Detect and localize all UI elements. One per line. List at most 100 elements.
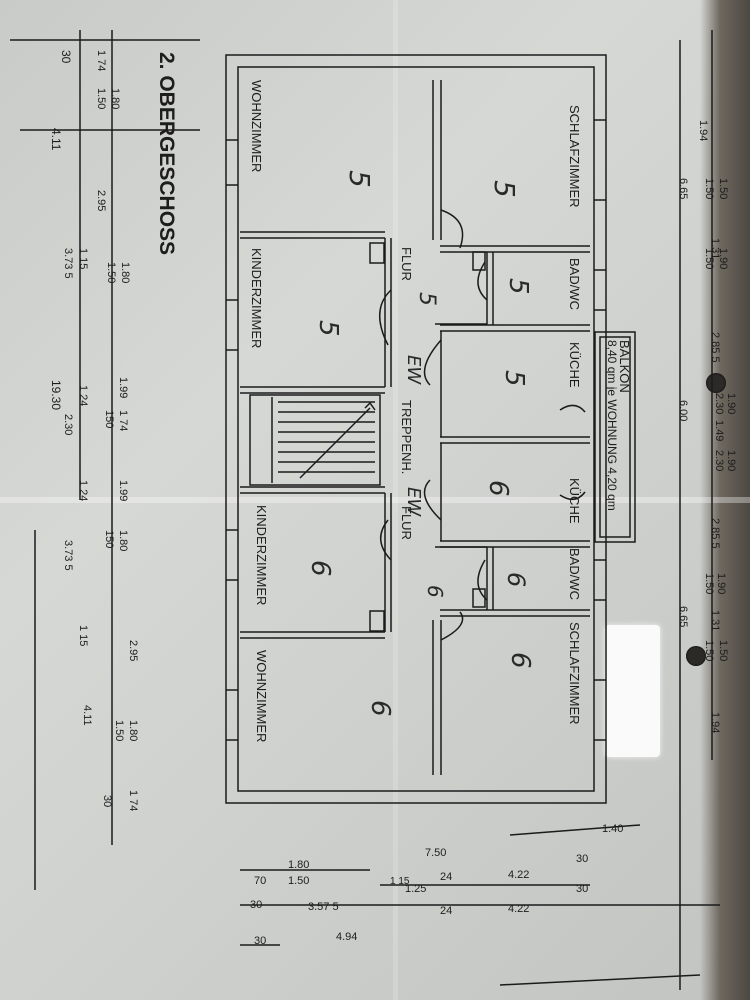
balcony-note: 8,40 qm je WOHNUNG 4,20 qm bbox=[605, 340, 619, 511]
dimension-text: 30 bbox=[576, 883, 588, 895]
dimension-text: 4.11 bbox=[49, 128, 63, 151]
paper-fold bbox=[0, 497, 750, 503]
outer-wall-outer bbox=[225, 54, 607, 804]
room-label-wohnzimmer-left: WOHNZIMMER bbox=[249, 80, 264, 172]
dimension-text: 19.30 bbox=[49, 380, 63, 410]
dimension-text: 1.90 bbox=[725, 393, 737, 414]
balcony-outline bbox=[594, 331, 636, 543]
dimension-text: 1 15 bbox=[390, 876, 410, 887]
dimension-text: 1.25 bbox=[405, 883, 426, 895]
dimension-text: 1.50 bbox=[703, 640, 715, 661]
handwritten-number: 6 bbox=[502, 572, 530, 587]
dimension-text: 4.22 bbox=[508, 903, 529, 915]
dimension-text: 30 bbox=[59, 50, 73, 64]
handwritten-number: 6 bbox=[423, 585, 447, 598]
dimension-text: 3.73 5 bbox=[62, 540, 74, 571]
dimension-text: 150 bbox=[103, 410, 115, 428]
shaft bbox=[369, 610, 385, 632]
handwritten-number: 6 bbox=[483, 480, 513, 497]
dimension-text: 3.73 5 bbox=[62, 248, 74, 279]
room-label-flur-lower: FLUR bbox=[399, 506, 414, 540]
dimension-text: 1.80 bbox=[109, 88, 121, 109]
dimension-text: 1.50 bbox=[703, 178, 715, 199]
stair-arrow bbox=[299, 407, 371, 479]
dimension-text: 6.65 bbox=[677, 606, 689, 627]
dimension-text: 1.50 bbox=[717, 640, 729, 661]
room-label-flur-upper: FLUR bbox=[399, 247, 414, 281]
dimension-text: 6.65 bbox=[677, 178, 689, 199]
staircase-outline bbox=[249, 394, 381, 486]
dimension-text: 24 bbox=[440, 905, 452, 917]
dimension-text: 1 15 bbox=[77, 248, 89, 269]
room-label-kinderzimmer-lower: KINDERZIMMER bbox=[254, 505, 269, 605]
dimension-text: 1.90 bbox=[715, 573, 727, 594]
dimension-text: 150 bbox=[103, 530, 115, 548]
dimension-text: 30 bbox=[254, 935, 266, 947]
dimension-text: 1.31 bbox=[709, 610, 721, 631]
balcony-label: BALKON bbox=[617, 340, 632, 393]
dimension-text: 2.85 5 bbox=[709, 332, 721, 363]
dimension-text: 4.11 bbox=[81, 705, 93, 726]
dimension-text: 1.50 bbox=[95, 88, 107, 109]
dimension-text: 2.95 bbox=[95, 190, 107, 211]
dimension-text: 1.80 bbox=[119, 262, 131, 283]
shaft bbox=[369, 242, 385, 264]
handwritten-number: 5 bbox=[343, 170, 376, 188]
room-label-kueche-upper: KÜCHE bbox=[567, 342, 582, 388]
dimension-text: 4.22 bbox=[508, 869, 529, 881]
door-swing bbox=[423, 479, 442, 521]
dimension-text: 1.40 bbox=[602, 823, 623, 835]
room-label-schlafzimmer-right: SCHLAFZIMMER bbox=[567, 622, 582, 725]
dimension-text: 1.80 bbox=[288, 859, 309, 871]
dimension-text: 1.50 bbox=[703, 248, 715, 269]
dimension-text: 2.85 5 bbox=[709, 518, 721, 549]
dimension-text: 7.50 bbox=[425, 847, 446, 859]
outer-wall-inner bbox=[237, 66, 595, 792]
handwritten-number: 6 bbox=[505, 652, 535, 669]
punch-hole bbox=[686, 646, 706, 666]
handwritten-number: 6 bbox=[365, 700, 395, 717]
shaft bbox=[472, 251, 486, 271]
door-swing bbox=[559, 491, 586, 501]
punch-hole bbox=[706, 373, 726, 393]
dimension-text: 1.94 bbox=[709, 712, 721, 733]
dimension-text: 1.99 bbox=[117, 480, 129, 501]
dimension-text: 1.50 bbox=[113, 720, 125, 741]
dimension-text: 30 bbox=[101, 795, 113, 807]
handwritten-number: 6 bbox=[305, 560, 335, 577]
door-swing bbox=[559, 404, 586, 413]
dimension-line bbox=[509, 824, 641, 836]
countertop-edge bbox=[700, 0, 750, 1000]
door-swing bbox=[440, 209, 464, 249]
door-swing bbox=[379, 289, 392, 346]
dimension-text: 2.30 bbox=[62, 414, 74, 435]
room-label-kueche-lower: KÜCHE bbox=[567, 478, 582, 524]
dimension-text: 1.90 bbox=[725, 450, 737, 471]
door-swing bbox=[477, 261, 488, 301]
dimension-text: 30 bbox=[576, 853, 588, 865]
door-swing bbox=[423, 339, 442, 386]
dimension-text: 1.90 bbox=[717, 248, 729, 269]
stair-arrow-head bbox=[364, 401, 376, 411]
dimension-text: 1.94 bbox=[697, 120, 709, 141]
dimension-text: 1.99 bbox=[117, 377, 129, 398]
dimension-text: 1 24 bbox=[77, 480, 89, 501]
dimension-text: 1.50 bbox=[288, 875, 309, 887]
room-label-bad-upper: BAD/WC bbox=[567, 258, 582, 310]
room-label-kinderzimmer-upper: KINDERZIMMER bbox=[249, 248, 264, 348]
dimension-text: 1 74 bbox=[117, 410, 129, 431]
dimension-text: 1.80 bbox=[127, 720, 139, 741]
dimension-text: 24 bbox=[440, 871, 452, 883]
door-swing bbox=[380, 519, 392, 561]
room-label-treppenhaus: TREPPENH. bbox=[399, 400, 414, 474]
dimension-text: 1.50 bbox=[105, 262, 117, 283]
shaft bbox=[472, 588, 486, 608]
dimension-text: 1.49 bbox=[713, 420, 725, 441]
room-label-schlafzimmer-left: SCHLAFZIMMER bbox=[567, 105, 582, 208]
redaction-patch bbox=[605, 625, 660, 757]
handwritten-note: EW bbox=[403, 487, 424, 517]
balcony-inner bbox=[599, 336, 631, 538]
dimension-text: 1.31 bbox=[709, 238, 721, 259]
